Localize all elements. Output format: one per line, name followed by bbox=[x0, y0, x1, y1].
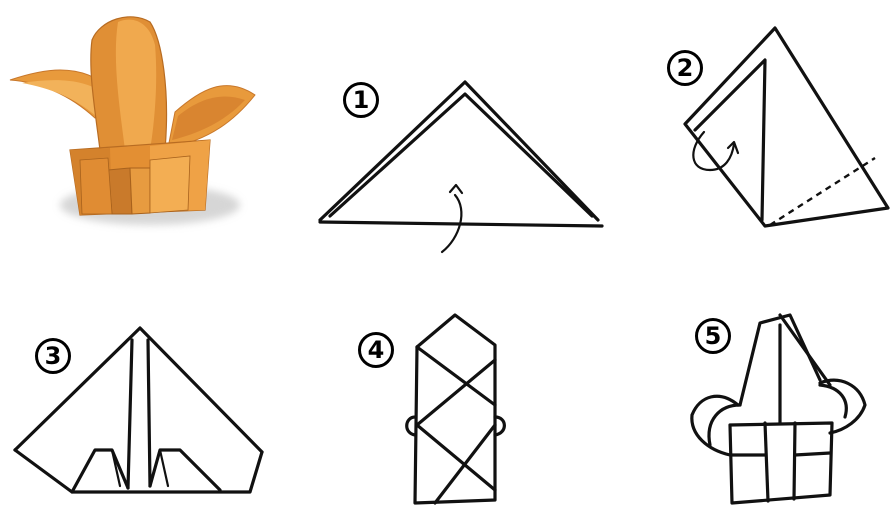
step-3-diagram bbox=[0, 310, 275, 510]
step-number-badge: 4 bbox=[358, 332, 394, 368]
step-2-diagram bbox=[670, 20, 890, 240]
folded-napkin-photo bbox=[0, 0, 270, 250]
step-5-diagram bbox=[680, 305, 890, 518]
step-1-diagram bbox=[310, 70, 610, 270]
step-4-diagram bbox=[395, 305, 535, 520]
